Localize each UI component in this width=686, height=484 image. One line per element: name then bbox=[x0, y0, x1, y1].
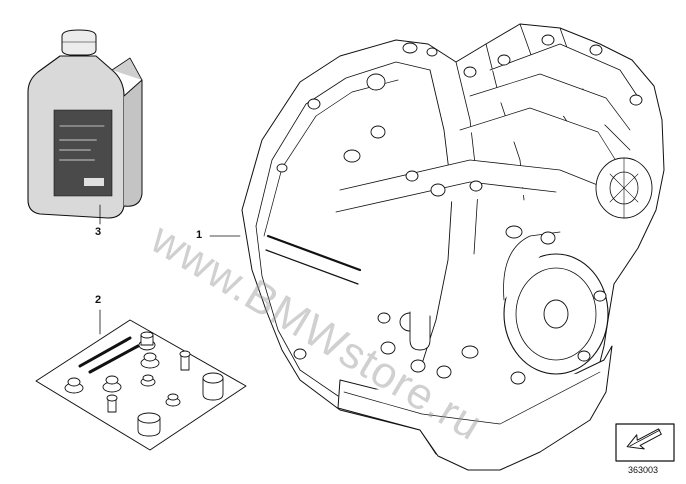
drawing-number: 363003 bbox=[628, 465, 659, 475]
repair-kit-tray bbox=[35, 319, 247, 451]
transmission bbox=[241, 23, 665, 471]
oil-bottle bbox=[27, 29, 143, 219]
callout-1[interactable]: 1 bbox=[196, 229, 203, 241]
callout-2[interactable]: 2 bbox=[95, 294, 102, 306]
navigation-arrow[interactable] bbox=[615, 423, 675, 462]
repair-kit bbox=[35, 319, 247, 451]
callout-3[interactable]: 3 bbox=[95, 226, 102, 238]
oil-bottle-cap bbox=[61, 29, 97, 56]
